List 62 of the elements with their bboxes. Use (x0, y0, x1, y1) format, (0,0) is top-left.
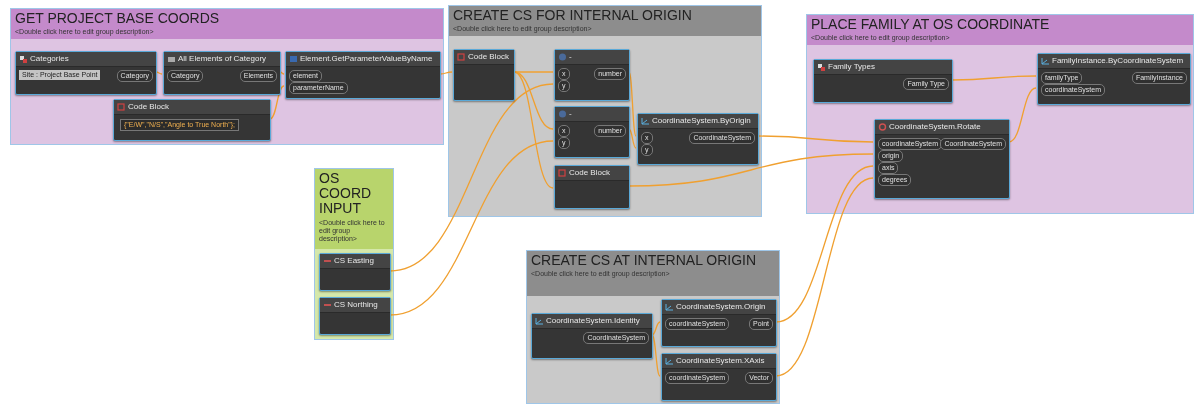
connector-wire (389, 83, 554, 272)
connector-wire (155, 71, 163, 75)
connector-wire (389, 140, 554, 316)
connector-wire (951, 75, 1037, 81)
group-title: GET PROJECT BASE COORDS (15, 11, 221, 26)
connector-wire (513, 71, 554, 73)
group-title: CREATE CS FOR INTERNAL ORIGIN (453, 8, 693, 23)
node-title: - (569, 52, 572, 62)
node-title: - (569, 109, 572, 119)
node-card (813, 59, 953, 103)
node-title: CoordinateSystem.Rotate (889, 122, 981, 132)
node-title: CoordinateSystem.Identity (546, 316, 640, 326)
group-panel (10, 8, 444, 145)
node-card (661, 299, 777, 347)
node-card (319, 253, 391, 291)
group-panel (448, 5, 762, 217)
group-panel (526, 250, 780, 404)
connector-wire (513, 71, 554, 189)
connector-wire (651, 334, 661, 377)
node-card (554, 165, 630, 209)
node-title: FamilyInstance.ByCoordinateSystem (1052, 56, 1184, 66)
node-title: Categories (30, 54, 69, 64)
connector-wire (775, 165, 874, 323)
connector-wire (628, 71, 637, 137)
node-title: Family Types (828, 62, 875, 72)
node-title: Code Block (569, 168, 610, 178)
group-title: OS COORD INPUT (319, 171, 373, 216)
connector-wire (269, 85, 285, 120)
node-card (453, 49, 515, 101)
node-title: CS Northing (334, 300, 378, 310)
node-card (531, 313, 653, 359)
node-title: CoordinateSystem.XAxis (676, 356, 765, 366)
group-title: PLACE FAMILY AT OS COORDINATE (811, 17, 1051, 32)
node-title: All Elements of Category (178, 54, 267, 64)
node-card (637, 113, 759, 165)
group-panel (314, 168, 394, 340)
connector-wire (628, 153, 874, 187)
node-card (1037, 53, 1191, 105)
connector-wire (651, 321, 661, 336)
node-title: Element.GetParameterValueByName (300, 54, 433, 64)
node-card (874, 119, 1010, 199)
node-title: CoordinateSystem.ByOrigin (652, 116, 751, 126)
group-title: CREATE CS AT INTERNAL ORIGIN (531, 253, 758, 268)
node-card (285, 51, 441, 99)
node-title: CS Easting (334, 256, 375, 266)
connector-wire (757, 135, 874, 143)
node-title: Code Block (468, 52, 509, 62)
connector-wire (279, 71, 285, 75)
node-title: CoordinateSystem.Origin (676, 302, 766, 312)
node-card (15, 51, 157, 95)
connector-wire (1008, 87, 1037, 143)
connector-wire (439, 71, 453, 75)
connector-wire (775, 177, 874, 377)
node-card (554, 106, 630, 158)
connector-wire (628, 128, 637, 149)
group-panel (806, 14, 1194, 214)
node-card (163, 51, 281, 95)
node-card (554, 49, 630, 101)
node-card (319, 297, 391, 335)
node-title: Code Block (128, 102, 169, 112)
node-card (113, 99, 271, 141)
node-card (661, 353, 777, 401)
